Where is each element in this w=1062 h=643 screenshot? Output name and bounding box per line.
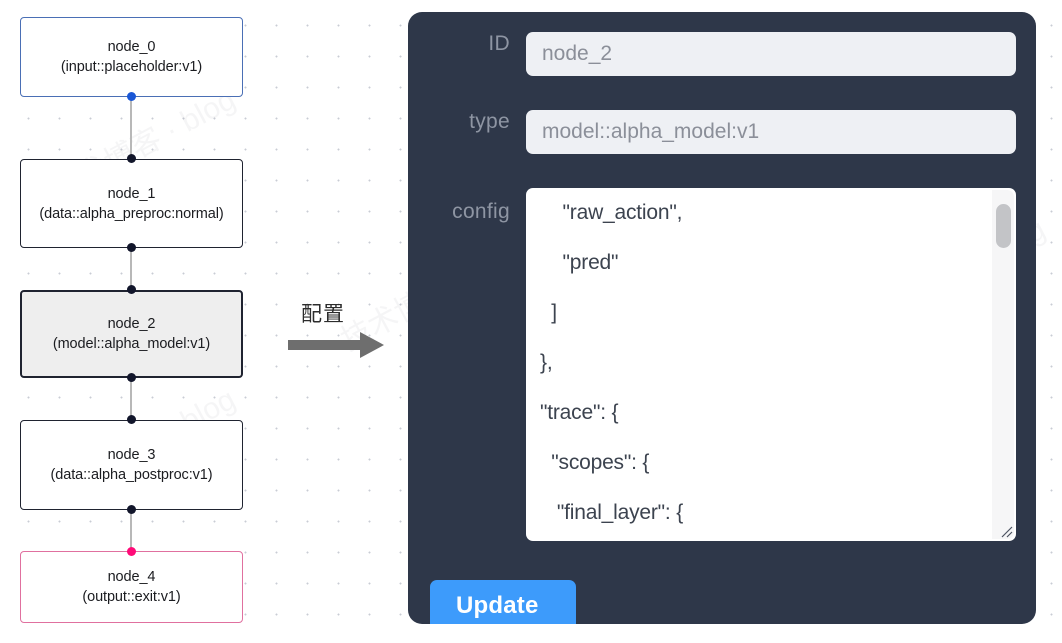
field-row-config: config "raw_action", "pred" ] }, "trace"… [408,188,1016,541]
config-textarea-wrapper: "raw_action", "pred" ] }, "trace": { "sc… [526,188,1016,541]
flow-node-node_4[interactable]: node_4 (output::exit:v1) [20,551,243,623]
flow-node-node_0[interactable]: node_0 (input::placeholder:v1) [20,17,243,97]
node-title: node_0 [107,39,156,55]
flow-node-node_3[interactable]: node_3 (data::alpha_postproc:v1) [20,420,243,510]
flow-node-node_2[interactable]: node_2 (model::alpha_model:v1) [20,290,243,378]
config-scrollbar-thumb[interactable] [996,204,1011,248]
edge-node0-node1 [130,96,132,158]
type-input[interactable] [526,110,1016,154]
node-title: node_2 [107,316,156,332]
node-subtitle: (output::exit:v1) [82,589,181,605]
handle-node3-target[interactable] [126,415,136,424]
field-label-type: type [469,110,510,133]
edge-node1-node2 [130,247,132,289]
resize-grip-icon[interactable] [997,522,1013,538]
node-subtitle: (input::placeholder:v1) [60,59,203,75]
node-config-panel: ID type config "raw_action", "pred" ] },… [408,12,1036,624]
node-subtitle: (data::alpha_preproc:normal) [39,205,224,222]
handle-node2-source[interactable] [126,373,136,382]
edge-node2-node3 [130,377,132,419]
field-row-id: ID [408,32,1016,76]
edge-node3-node4 [130,509,132,551]
handle-node1-target[interactable] [126,154,136,163]
transition-label: 配置 [301,302,345,326]
handle-node3-source[interactable] [126,505,136,514]
flow-graph[interactable]: node_0 (input::placeholder:v1) node_1 (d… [0,0,400,643]
config-textarea[interactable]: "raw_action", "pred" ] }, "trace": { "sc… [526,188,1016,541]
id-input[interactable] [526,32,1016,76]
node-title: node_1 [107,185,156,202]
flow-node-node_1[interactable]: node_1 (data::alpha_preproc:normal) [20,159,243,248]
node-subtitle: (data::alpha_postproc:v1) [50,467,213,483]
node-title: node_4 [107,569,156,585]
field-row-type: type [408,110,1016,154]
node-subtitle: (model::alpha_model:v1) [52,336,211,352]
field-label-id: ID [488,32,510,55]
field-label-config: config [452,200,510,223]
handle-node2-target[interactable] [126,285,136,294]
right-arrow-icon [288,332,384,358]
node-title: node_3 [107,447,156,463]
handle-node0-source[interactable] [126,92,136,101]
update-button[interactable]: Update [430,580,576,624]
config-scrollbar[interactable] [992,190,1014,539]
handle-node4-target[interactable] [126,547,136,556]
handle-node1-source[interactable] [126,243,136,252]
transition-annotation: 配置 [288,298,398,368]
